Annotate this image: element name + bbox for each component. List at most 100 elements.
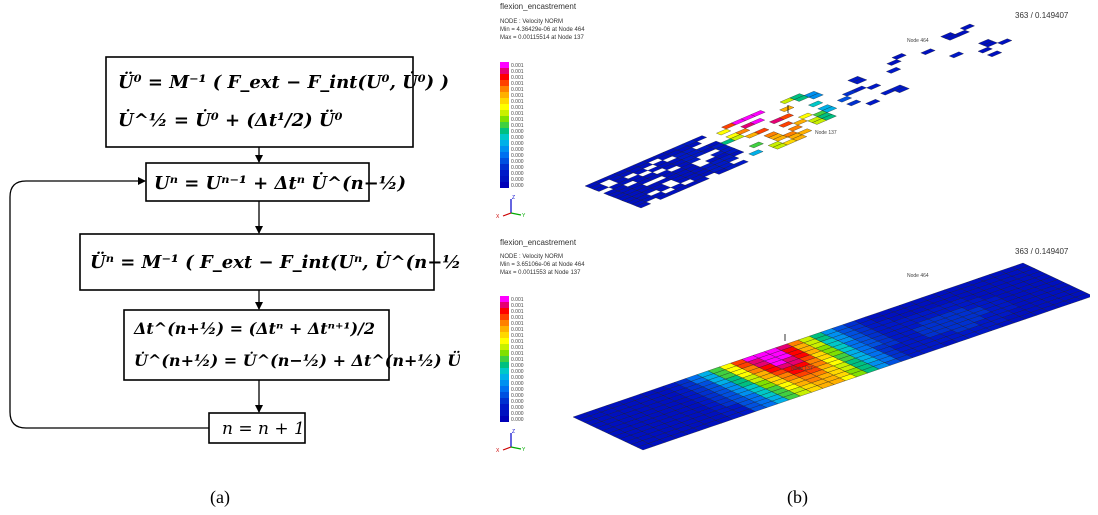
plot-top-mesh	[584, 23, 1013, 209]
plot-bottom-title: flexion_encastrement	[500, 238, 577, 247]
colorbar-label: 0.000	[511, 417, 524, 423]
flowchart: Ü⁰ = M⁻¹ ( F_ext − F_int(U⁰, U̇⁰) ) U̇^½…	[9, 56, 460, 444]
colorbar-label: 0.000	[511, 363, 524, 369]
colorbar-swatch	[500, 320, 509, 326]
colorbar-label: 0.001	[511, 315, 524, 321]
colorbar-label: 0.001	[511, 81, 524, 87]
colorbar-swatch	[500, 92, 509, 98]
mesh-element	[997, 38, 1013, 45]
velocity-box: Δt^(n+½) = (Δtⁿ + Δtⁿ⁺¹)/2 U̇^(n+½) = U̇…	[123, 309, 460, 381]
plot-bottom: flexion_encastrement NODE : Velocity NOR…	[496, 238, 1090, 454]
colorbar-swatch	[500, 362, 509, 368]
simulation-panel: flexion_encastrement NODE : Velocity NOR…	[496, 2, 1090, 454]
loop-arrow	[9, 177, 209, 429]
colorbar-label: 0.001	[511, 117, 524, 123]
mesh-element	[686, 141, 702, 148]
colorbar-swatch	[500, 134, 509, 140]
mesh-element	[792, 118, 808, 126]
colorbar-label: 0.001	[511, 333, 524, 339]
colorbar-label: 0.000	[511, 399, 524, 405]
colorbar-label: 0.001	[511, 327, 524, 333]
mesh-element	[635, 201, 652, 209]
init-box: Ü⁰ = M⁻¹ ( F_ext − F_int(U⁰, U̇⁰) ) U̇^½…	[105, 56, 449, 148]
colorbar-swatch	[500, 338, 509, 344]
mesh-element	[797, 112, 814, 120]
colorbar-swatch	[500, 380, 509, 386]
plot-top-time: 363 / 0.149407	[1015, 11, 1069, 20]
increment-box: n = n + 1	[208, 412, 306, 444]
colorbar-label: 0.000	[511, 171, 524, 177]
mesh-element	[749, 118, 766, 125]
mesh-element	[750, 110, 766, 117]
mesh-element	[724, 156, 740, 163]
triad-y-axis	[510, 446, 522, 450]
colorbar-label: 0.001	[511, 69, 524, 75]
colorbar-label: 0.001	[511, 345, 524, 351]
mesh-element	[808, 100, 824, 108]
colorbar-swatch	[500, 386, 509, 392]
colorbar-label: 0.000	[511, 135, 524, 141]
mesh-element	[986, 50, 1003, 57]
colorbar-label: 0.000	[511, 393, 524, 399]
mesh-element	[846, 99, 862, 107]
acceleration-eq: Üⁿ = M⁻¹ ( F_ext − F_int(Uⁿ, U̇^(n−½)) )	[90, 250, 460, 273]
colorbar-swatch	[500, 62, 509, 68]
plot-top-title: flexion_encastrement	[500, 2, 577, 11]
timestep-eq: Δt^(n+½) = (Δtⁿ + Δtⁿ⁺¹)/2	[133, 319, 375, 338]
plot-bottom-axis-triad: ZYX	[496, 429, 526, 454]
colorbar-swatch	[500, 98, 509, 104]
colorbar-label: 0.001	[511, 339, 524, 345]
colorbar-swatch	[500, 146, 509, 152]
init-velocity-eq: U̇^½ = U̇⁰ + (Δt¹/2) Ü⁰	[118, 108, 343, 131]
colorbar-label: 0.001	[511, 309, 524, 315]
colorbar-swatch	[500, 164, 509, 170]
colorbar-label: 0.000	[511, 369, 524, 375]
mesh-element	[754, 127, 770, 135]
triad-x-label: X	[496, 448, 500, 454]
mesh-element	[691, 135, 708, 142]
colorbar-label: 0.000	[511, 375, 524, 381]
mesh-element	[797, 128, 813, 135]
plot-bottom-node-label-1: Node 464	[907, 273, 929, 279]
plot-top-colorbar: 0.0010.0010.0010.0010.0010.0010.0010.001…	[500, 62, 524, 189]
mesh-element	[886, 67, 902, 74]
plot-top-node-label-1: Node 464	[907, 38, 929, 44]
colorbar-swatch	[500, 116, 509, 122]
mesh-element	[865, 99, 881, 106]
mesh-element	[920, 48, 936, 55]
mesh-element	[954, 29, 970, 37]
colorbar-label: 0.000	[511, 165, 524, 171]
mesh-element	[778, 121, 794, 128]
triad-x-axis	[502, 212, 512, 217]
triad-y-label: Y	[522, 447, 526, 453]
mesh-element	[694, 176, 710, 183]
mesh-element	[886, 59, 902, 66]
colorbar-label: 0.000	[511, 381, 524, 387]
colorbar-swatch	[500, 410, 509, 416]
mesh-element	[748, 149, 764, 156]
colorbar-label: 0.000	[511, 387, 524, 393]
mesh-element	[851, 85, 867, 93]
colorbar-swatch	[500, 140, 509, 146]
mesh-element	[791, 134, 808, 141]
colorbar-label: 0.000	[511, 159, 524, 165]
colorbar-swatch	[500, 182, 509, 188]
plot-top-node-label-2: Node 137	[815, 130, 837, 136]
mesh-element	[822, 106, 838, 113]
mesh-element	[959, 23, 975, 31]
colorbar-swatch	[500, 68, 509, 74]
plot-top-axis-triad: ZYX	[496, 195, 526, 220]
plot-bottom-info-3: Max = 0.0011553 at Node 137	[500, 270, 581, 276]
acceleration-box: Üⁿ = M⁻¹ ( F_ext − F_int(Uⁿ, U̇^(n−½)) )	[79, 233, 460, 291]
colorbar-label: 0.000	[511, 411, 524, 417]
colorbar-swatch	[500, 158, 509, 164]
colorbar-swatch	[500, 122, 509, 128]
triad-x-axis	[502, 446, 512, 451]
plot-bottom-colorbar: 0.0010.0010.0010.0010.0010.0010.0010.001…	[500, 296, 524, 423]
plot-top-info-2: Min = 4.36429e-06 at Node 464	[500, 27, 585, 33]
colorbar-label: 0.001	[511, 357, 524, 363]
triad-x-label: X	[496, 214, 500, 220]
colorbar-swatch	[500, 110, 509, 116]
triad-z-label: Z	[512, 195, 515, 201]
colorbar-label: 0.000	[511, 147, 524, 153]
